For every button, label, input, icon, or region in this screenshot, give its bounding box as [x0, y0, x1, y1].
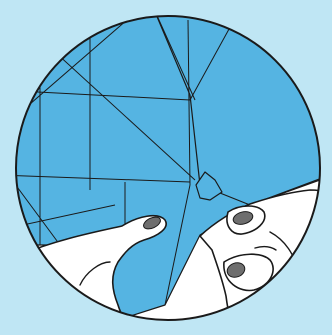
origami-paper: [0, 0, 332, 320]
right-palm-line: [280, 300, 305, 330]
